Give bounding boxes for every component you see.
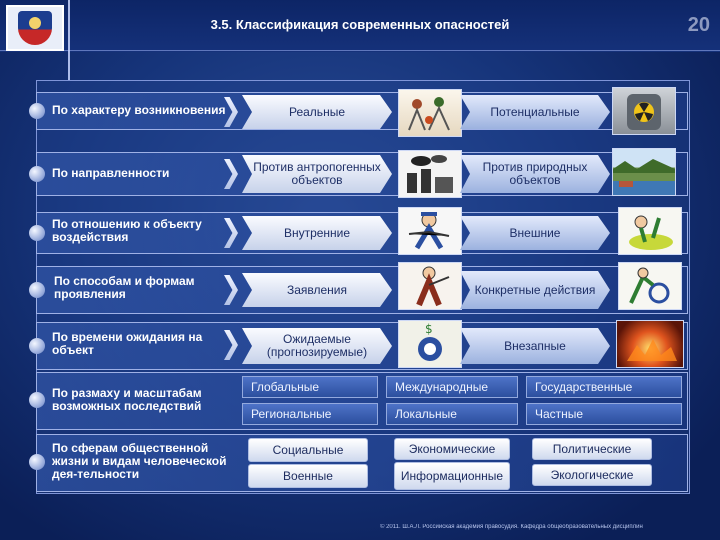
page-number: 20 xyxy=(687,14,710,36)
sphere-cell: Политические xyxy=(532,438,652,460)
category-arrow: Внезапные xyxy=(460,328,610,364)
nuclear-hazard-icon xyxy=(627,94,661,130)
cartoon-waste-icon xyxy=(629,215,673,250)
category-arrow: Заявления xyxy=(242,273,392,307)
row-label: По отношению к объекту воздействия xyxy=(52,218,202,244)
row-label: По времени ожидания на объект xyxy=(52,331,203,357)
scale-cell: Государственные xyxy=(526,376,682,398)
category-arrow: Потенциальные xyxy=(460,95,610,129)
category-arrow: Конкретные действия xyxy=(460,271,610,309)
row-illustration xyxy=(612,87,676,135)
row-illustration xyxy=(398,150,462,198)
category-arrow: Реальные xyxy=(242,95,392,129)
row-illustration xyxy=(398,207,462,255)
row-label: По направленности xyxy=(52,167,170,180)
row-illustration xyxy=(612,148,676,196)
row-illustration xyxy=(618,207,682,255)
category-arrow: Внешние xyxy=(460,216,610,250)
sphere-cell: Военные xyxy=(248,464,368,488)
sphere-cell: Экономические xyxy=(394,438,510,460)
row-label: По сферам общественной жизни и видам чел… xyxy=(52,442,227,481)
vertical-accent-line xyxy=(68,0,70,80)
slide-title: 3.5. Классификация современных опасносте… xyxy=(210,17,510,32)
row-illustration xyxy=(398,89,462,137)
row-bullet xyxy=(29,103,45,119)
header-divider xyxy=(0,50,720,51)
sphere-cell: Информационные xyxy=(394,462,510,490)
row-label: По характеру возникновения xyxy=(52,104,226,117)
header-bar xyxy=(0,0,720,52)
scale-cell: Глобальные xyxy=(242,376,378,398)
row-bullet xyxy=(29,225,45,241)
nature-landscape-icon xyxy=(613,159,675,187)
row-illustration xyxy=(618,262,682,310)
scale-cell: Частные xyxy=(526,403,682,425)
row-bullet xyxy=(29,454,45,470)
cartoon-action-icon xyxy=(629,267,670,304)
academy-logo-icon xyxy=(6,5,64,51)
explosion-fire-icon xyxy=(627,339,677,361)
row-label: По способам и формам проявления xyxy=(54,275,195,301)
copyright-footer: © 2011. Ш.А.Л. Российская академия право… xyxy=(380,524,643,530)
people-scene-icon xyxy=(408,97,450,131)
scale-cell: Региональные xyxy=(242,403,378,425)
row-bullet xyxy=(29,282,45,298)
cartoon-man-icon xyxy=(408,212,450,250)
row-illustration xyxy=(398,262,462,310)
cartoon-speaker-icon xyxy=(416,266,450,307)
row-bullet xyxy=(29,166,45,182)
money-target-icon: $ xyxy=(418,322,442,361)
category-arrow: Внутренние xyxy=(242,216,392,250)
category-arrow: Ожидаемые (прогнозируемые) xyxy=(242,328,392,364)
row-label: По размаху и масштабам возможных последс… xyxy=(52,387,202,413)
row-bullet xyxy=(29,392,45,408)
sphere-cell: Социальные xyxy=(248,438,368,462)
scale-cell: Локальные xyxy=(386,403,518,425)
factory-smoke-icon xyxy=(407,155,453,193)
row-illustration xyxy=(616,320,684,368)
svg-text:$: $ xyxy=(425,322,433,336)
sphere-cell: Экологические xyxy=(532,464,652,486)
row-illustration: $ xyxy=(398,320,462,368)
row-bullet xyxy=(29,338,45,354)
category-arrow: Против природных объектов xyxy=(460,155,610,193)
scale-cell: Международные xyxy=(386,376,518,398)
category-arrow: Против антропогенных объектов xyxy=(242,155,392,193)
